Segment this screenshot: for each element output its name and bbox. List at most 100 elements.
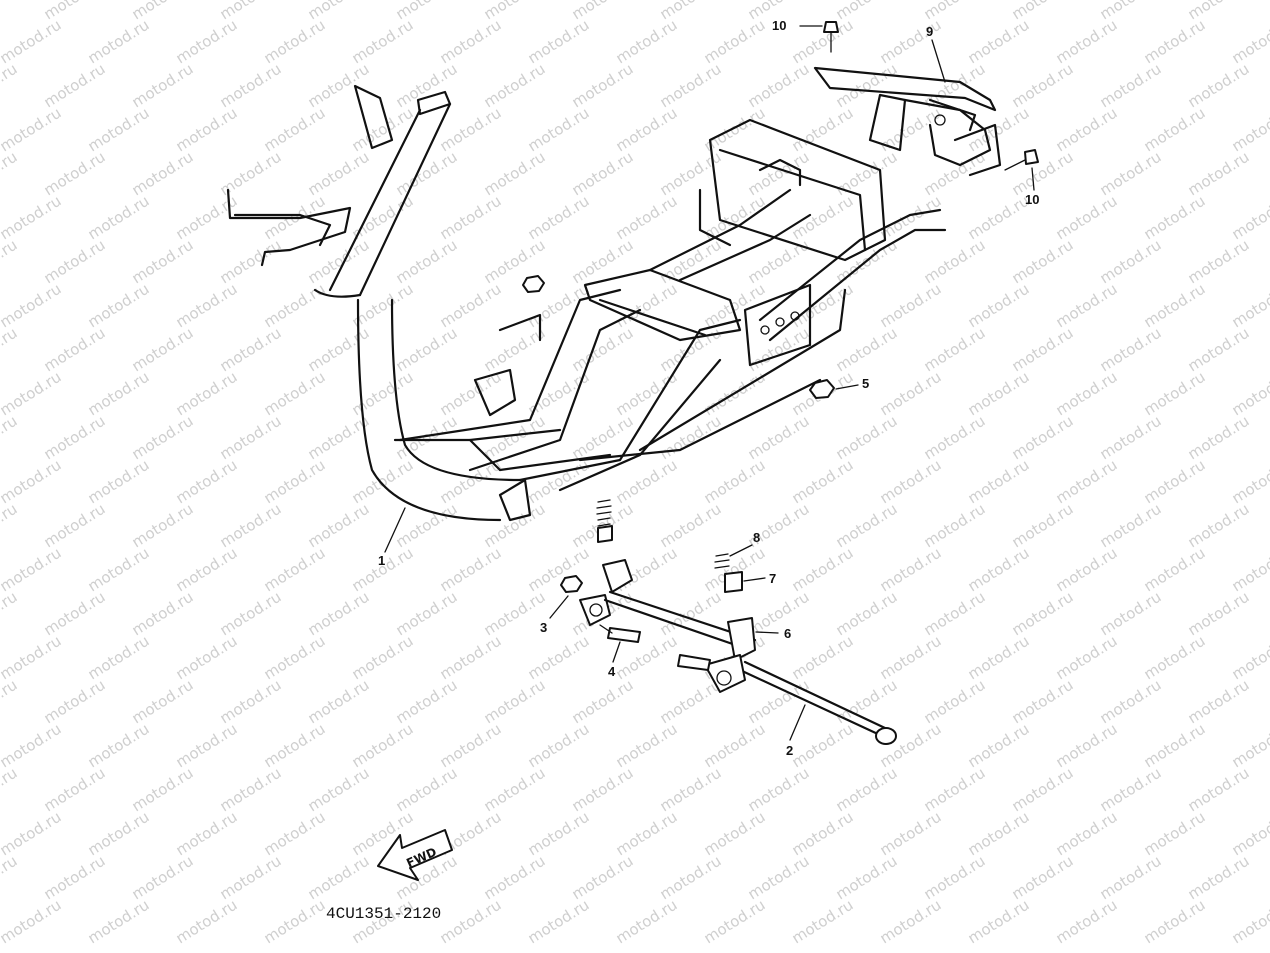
watermark-text: motod.ru — [85, 456, 153, 508]
watermark-text: motod.ru — [437, 280, 505, 332]
watermark-text: motod.ru — [41, 236, 109, 288]
watermark-text: motod.ru — [921, 852, 989, 904]
watermark-text: motod.ru — [921, 764, 989, 816]
watermark-text: motod.ru — [173, 280, 241, 332]
watermark-text: motod.ru — [173, 368, 241, 420]
watermark-text: motod.ru — [745, 588, 813, 640]
watermark-text: motod.ru — [393, 236, 461, 288]
watermark-text: motod.ru — [349, 16, 417, 68]
watermark-text: motod.ru — [701, 16, 769, 68]
watermark-text: motod.ru — [349, 544, 417, 596]
watermark-text: motod.ru — [173, 16, 241, 68]
watermark-text: motod.ru — [1053, 280, 1121, 332]
watermark-text: motod.ru — [569, 852, 637, 904]
watermark-text: motod.ru — [569, 236, 637, 288]
watermark-text: motod.ru — [393, 500, 461, 552]
watermark-text: motod.ru — [0, 588, 20, 640]
watermark-text: motod.ru — [789, 720, 857, 772]
callout-5: 5 — [862, 376, 869, 391]
watermark-text: motod.ru — [1053, 544, 1121, 596]
watermark-text: motod.ru — [305, 852, 373, 904]
watermark-text: motod.ru — [525, 544, 593, 596]
watermark-text: motod.ru — [1053, 808, 1121, 860]
watermark-text: motod.ru — [217, 324, 285, 376]
watermark-text: motod.ru — [481, 764, 549, 816]
watermark-text: motod.ru — [1097, 324, 1165, 376]
watermark-text: motod.ru — [129, 412, 197, 464]
watermark-text: motod.ru — [217, 676, 285, 728]
watermark-text: motod.ru — [1229, 16, 1270, 68]
watermark-text: motod.ru — [481, 588, 549, 640]
watermark-text: motod.ru — [0, 676, 20, 728]
watermark-text: motod.ru — [85, 632, 153, 684]
watermark-text: motod.ru — [657, 764, 725, 816]
watermark-text: motod.ru — [789, 280, 857, 332]
watermark-text: motod.ru — [877, 808, 945, 860]
watermark-text: motod.ru — [261, 896, 329, 948]
watermark-text: motod.ru — [833, 412, 901, 464]
watermark-text: motod.ru — [965, 808, 1033, 860]
watermark-text: motod.ru — [833, 500, 901, 552]
watermark-text: motod.ru — [701, 720, 769, 772]
watermark-text: motod.ru — [1097, 412, 1165, 464]
watermark-text: motod.ru — [745, 764, 813, 816]
watermark-text: motod.ru — [745, 60, 813, 112]
watermark-text: motod.ru — [1053, 456, 1121, 508]
watermark-text: motod.ru — [0, 852, 20, 904]
watermark-text: motod.ru — [1097, 588, 1165, 640]
watermark-text: motod.ru — [305, 236, 373, 288]
watermark-text: motod.ru — [701, 808, 769, 860]
watermark-text: motod.ru — [261, 16, 329, 68]
leader-lines — [384, 25, 1035, 741]
watermark-text: motod.ru — [1141, 808, 1209, 860]
callouts: 1 2 3 4 5 6 7 8 9 10 10 — [378, 18, 1039, 758]
watermark-text: motod.ru — [481, 500, 549, 552]
watermark-text: motod.ru — [965, 368, 1033, 420]
watermark-text: motod.ru — [1141, 632, 1209, 684]
watermark-text: motod.ru — [789, 16, 857, 68]
watermark-text: motod.ru — [1185, 500, 1253, 552]
watermark-text: motod.ru — [1009, 588, 1077, 640]
watermark-text: motod.ru — [745, 676, 813, 728]
watermark-text: motod.ru — [129, 60, 197, 112]
watermark-text: motod.ru — [393, 764, 461, 816]
watermark-text: motod.ru — [41, 324, 109, 376]
watermark-text: motod.ru — [525, 632, 593, 684]
watermark-text: motod.ru — [129, 148, 197, 200]
watermark-text: motod.ru — [789, 808, 857, 860]
watermark-text: motod.ru — [217, 764, 285, 816]
watermark-text: motod.ru — [1185, 148, 1253, 200]
watermark-text: motod.ru — [1053, 104, 1121, 156]
watermark-text: motod.ru — [1229, 896, 1270, 948]
watermark-text: motod.ru — [1009, 236, 1077, 288]
watermark-text: motod.ru — [261, 544, 329, 596]
watermark-text: motod.ru — [129, 764, 197, 816]
watermark-text: motod.ru — [1009, 676, 1077, 728]
watermark-text: motod.ru — [1229, 544, 1270, 596]
watermark-text: motod.ru — [789, 632, 857, 684]
watermark-text: motod.ru — [1009, 60, 1077, 112]
watermark-text: motod.ru — [921, 324, 989, 376]
nut-upper — [522, 275, 545, 293]
watermark-text: motod.ru — [1097, 764, 1165, 816]
watermark-text: motod.ru — [437, 632, 505, 684]
watermark-text: motod.ru — [1185, 60, 1253, 112]
watermark-text: motod.ru — [261, 104, 329, 156]
nut-rear — [809, 379, 835, 399]
watermark-text: motod.ru — [1141, 192, 1209, 244]
watermark-text: motod.ru — [1097, 236, 1165, 288]
watermark-text: motod.ru — [85, 104, 153, 156]
watermark-text: motod.ru — [1009, 148, 1077, 200]
watermark-text: motod.ru — [0, 60, 20, 112]
callout-10-top: 10 — [772, 18, 786, 33]
watermark-text: motod.ru — [1229, 280, 1270, 332]
watermark-text: motod.ru — [261, 280, 329, 332]
watermark-text: motod.ru — [1141, 896, 1209, 948]
watermark-text: motod.ru — [261, 456, 329, 508]
callout-6: 6 — [784, 626, 791, 641]
watermark-text: motod.ru — [1229, 808, 1270, 860]
watermark-text: motod.ru — [1141, 104, 1209, 156]
watermark-text: motod.ru — [85, 368, 153, 420]
watermark-text: motod.ru — [1229, 720, 1270, 772]
